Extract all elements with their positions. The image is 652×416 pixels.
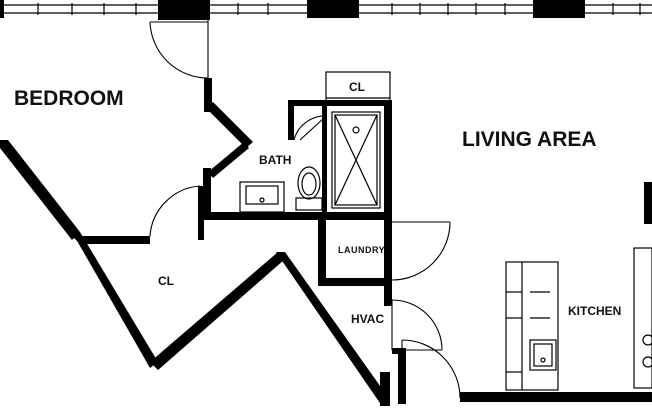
entry-door: [398, 339, 461, 404]
kitchen-sink: [529, 339, 557, 371]
label-hvac: HVAC: [351, 312, 384, 326]
top-exterior-wall: [0, 0, 652, 20]
laundry-door: [391, 221, 451, 281]
bedroom-entry-door: [149, 20, 209, 79]
kitchen-range: [633, 247, 652, 389]
bathroom-sink: [239, 181, 285, 213]
label-closet-top: CL: [349, 80, 365, 94]
label-bath: BATH: [259, 153, 291, 167]
closet-walls: [318, 220, 392, 306]
right-wall-stub: [644, 182, 652, 224]
label-living-area: LIVING AREA: [462, 128, 597, 151]
label-closet-bottom: CL: [158, 274, 174, 288]
label-kitchen: KITCHEN: [568, 304, 621, 318]
shower: [331, 111, 381, 209]
toilet: [295, 166, 323, 211]
bath-walls: [203, 78, 392, 222]
exterior-diagonal-wall: [0, 140, 390, 406]
bedroom-closet-door: [149, 185, 204, 240]
bottom-exterior-wall: [460, 392, 652, 402]
window-ticks: [37, 3, 641, 15]
bath-closet: [325, 71, 391, 102]
label-bedroom: BEDROOM: [14, 87, 124, 110]
kitchen-counter: [505, 261, 559, 391]
hvac-door: [391, 299, 443, 354]
bath-door: [293, 115, 327, 141]
label-laundry: LAUNDRY: [338, 245, 385, 255]
